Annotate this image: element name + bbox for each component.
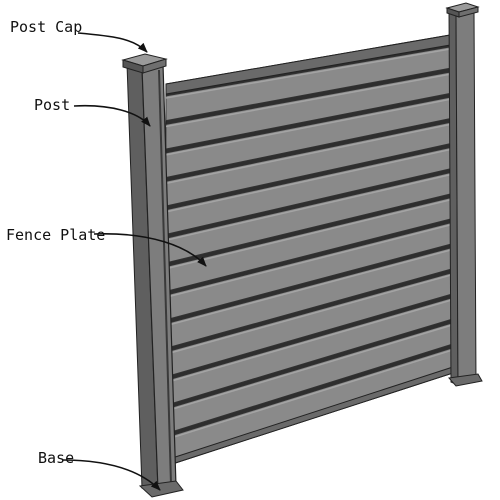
fence-plate-highlight bbox=[165, 323, 457, 412]
right-post bbox=[445, 2, 483, 387]
fence-plate-highlight bbox=[165, 147, 457, 213]
fence-plate-highlight bbox=[165, 298, 457, 384]
left-post-groove bbox=[158, 69, 172, 485]
fence-plate-highlight bbox=[165, 197, 457, 270]
fence-plate-highlight bbox=[165, 97, 457, 156]
right-post-cap-side bbox=[446, 7, 460, 18]
left-post-cap-side bbox=[122, 59, 144, 74]
post-cap-label: Post Cap bbox=[10, 18, 82, 36]
fence-plate-highlight bbox=[165, 47, 457, 99]
fence-plate-arrow bbox=[93, 233, 207, 267]
fence-plate-highlight bbox=[165, 272, 457, 355]
fence-plate-highlight bbox=[165, 222, 457, 298]
base-label: Base bbox=[38, 449, 74, 467]
post-label: Post bbox=[34, 96, 70, 114]
fence-plate-highlight bbox=[165, 122, 457, 185]
callout-arrows bbox=[61, 32, 207, 491]
right-post-front bbox=[455, 11, 477, 386]
post-cap-arrow bbox=[77, 32, 148, 53]
fence-plate-label: Fence Plate bbox=[6, 226, 105, 244]
post-arrow bbox=[73, 104, 151, 127]
fence-plate-highlight bbox=[165, 348, 457, 441]
right-post-base bbox=[448, 373, 483, 387]
left-post bbox=[121, 53, 184, 498]
base-arrow bbox=[61, 459, 161, 491]
fence-plate-highlight bbox=[165, 172, 457, 242]
fence-panel bbox=[165, 33, 457, 467]
fence-plate-highlight bbox=[165, 72, 457, 128]
fence-plate-highlight bbox=[165, 247, 457, 327]
left-post-base bbox=[138, 480, 184, 498]
